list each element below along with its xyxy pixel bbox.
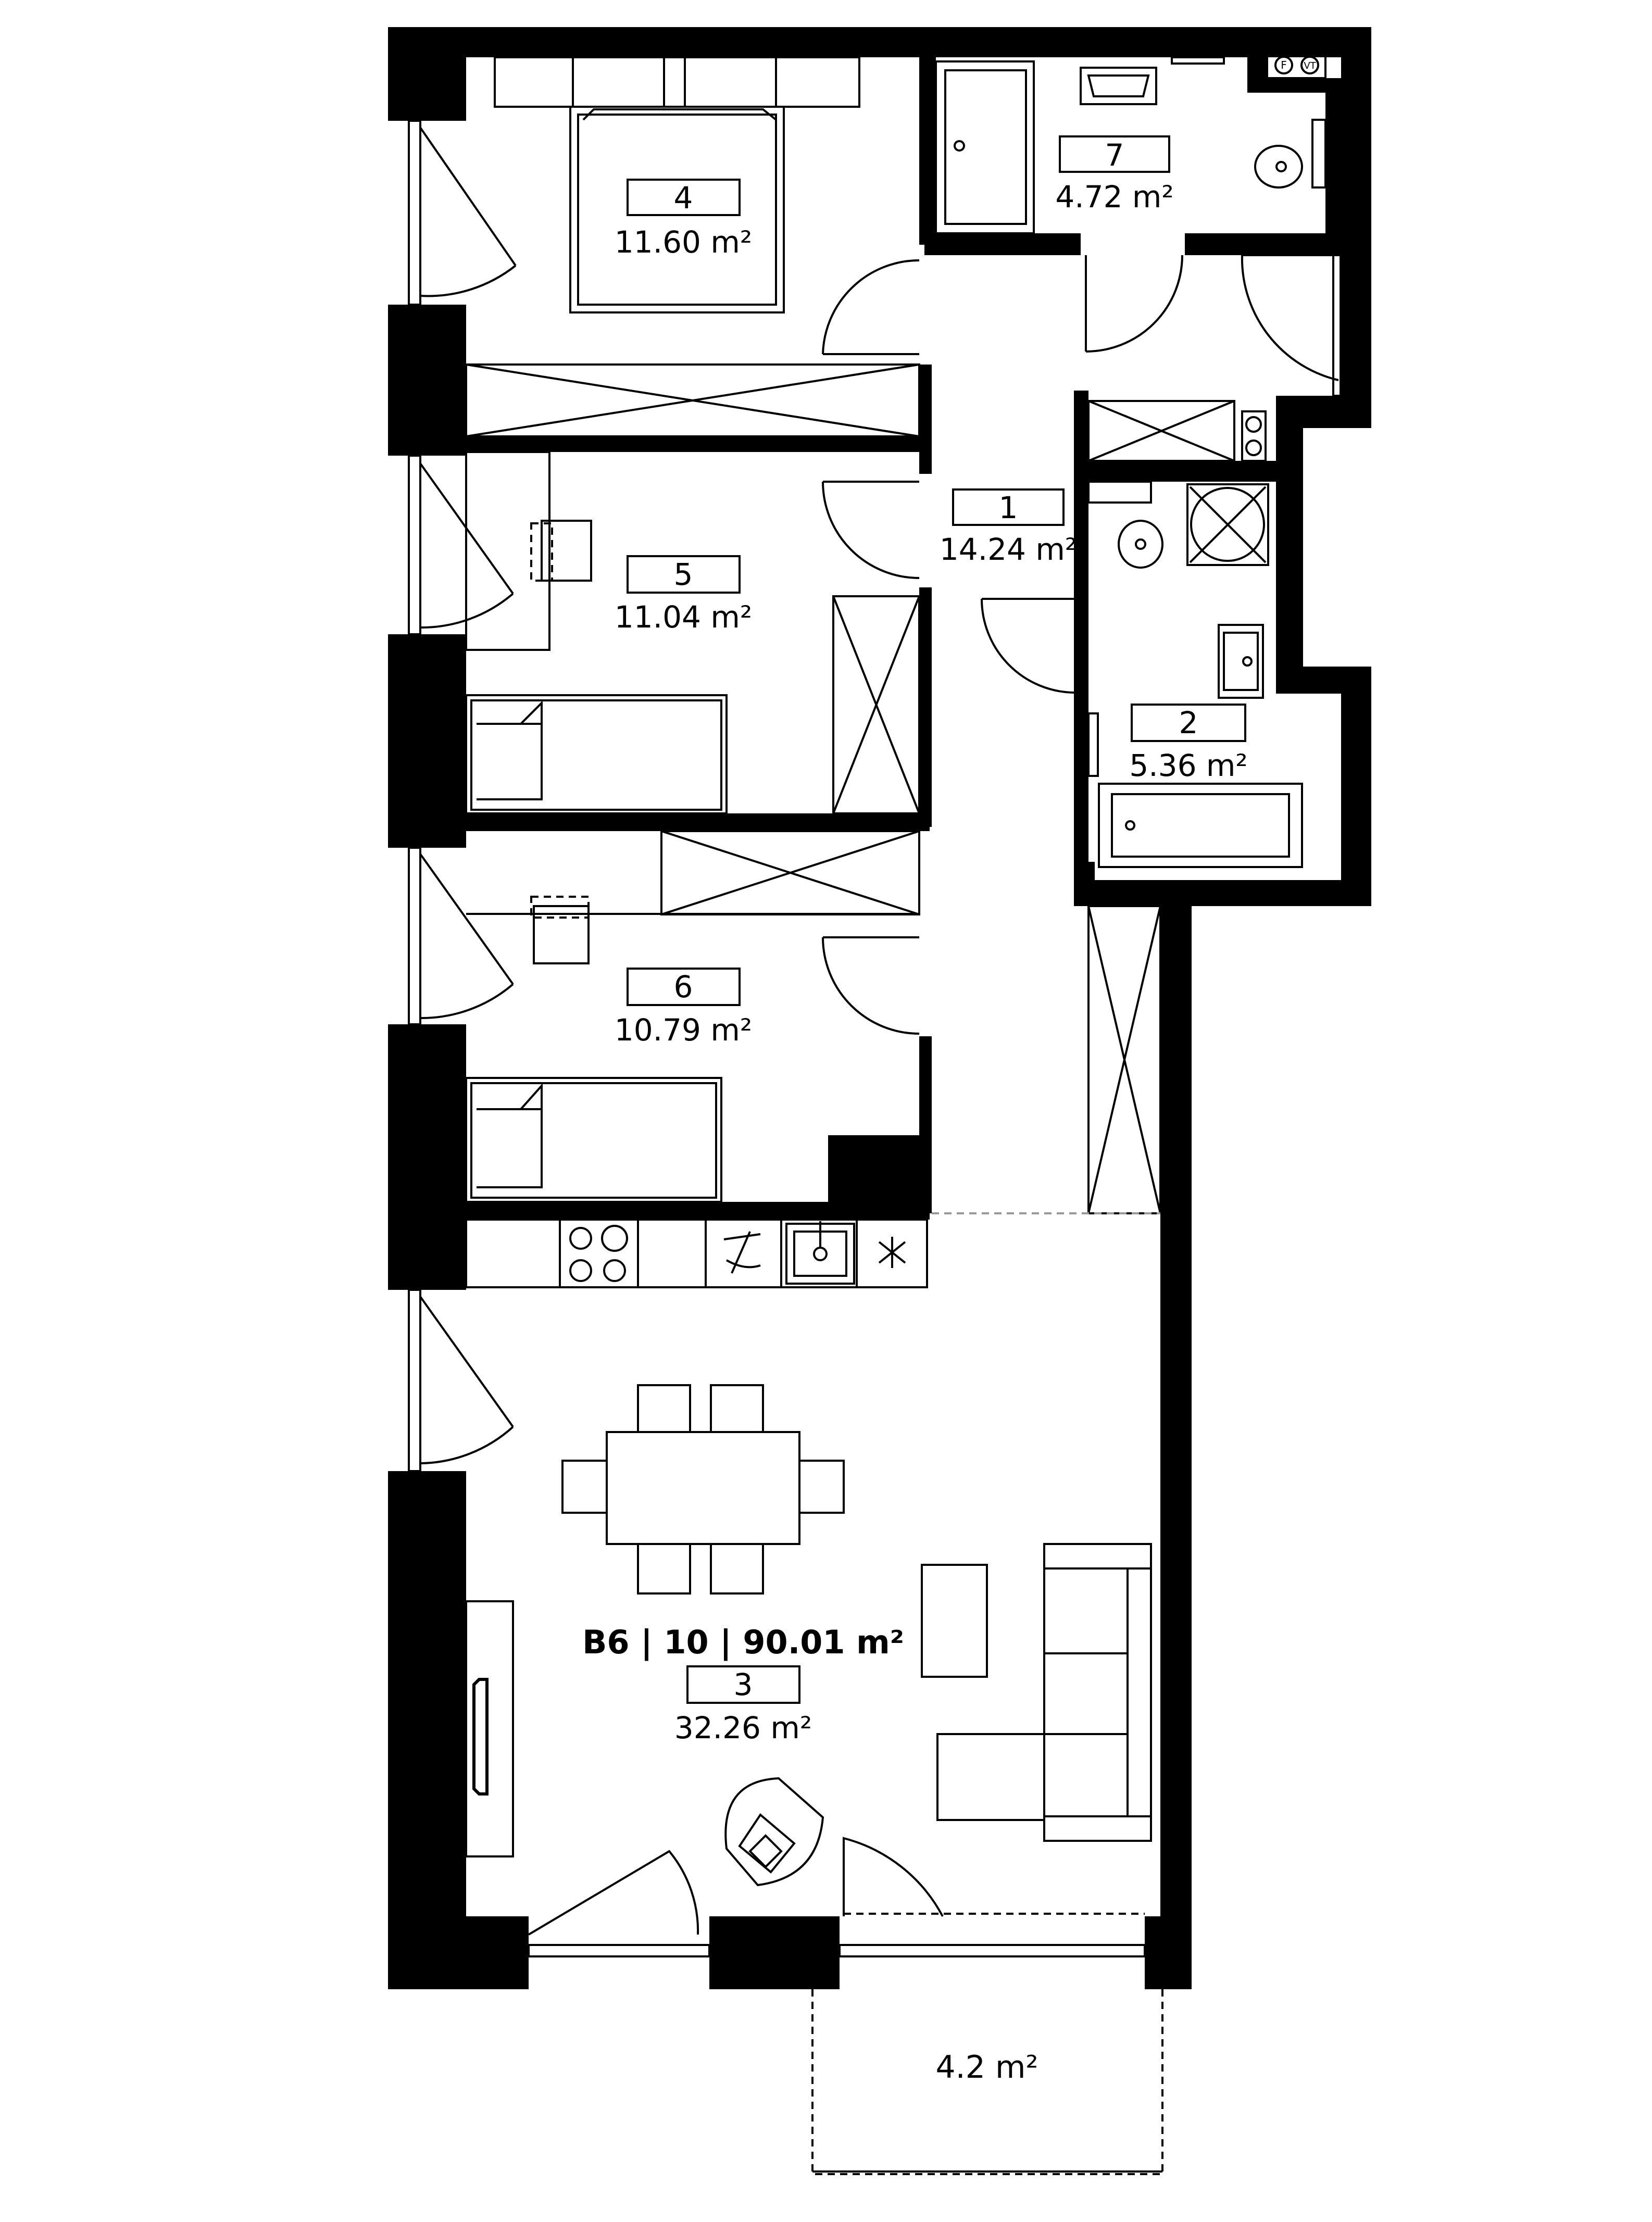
- living-furniture: [465, 1384, 1152, 1887]
- room-number: 1: [999, 490, 1018, 525]
- room-5-furniture: [465, 451, 920, 814]
- room-2-label: 2 5.36 m²: [1129, 704, 1248, 783]
- room-7-label: 7 4.72 m²: [1055, 135, 1174, 215]
- meter-vt-label: VT: [1304, 60, 1316, 71]
- room-labels: 4 11.60 m² 7 4.72 m² 1 14.24 m² 5 11.04 …: [582, 135, 1248, 1746]
- room-4-furniture: [465, 56, 920, 437]
- room-number: 5: [674, 557, 693, 592]
- balcony: 4.2 m²: [811, 1989, 1163, 2175]
- room-number: 2: [1179, 705, 1198, 740]
- room-2-fixtures: [1087, 481, 1303, 868]
- room-area: 11.60 m²: [615, 224, 752, 260]
- room-number: 7: [1105, 137, 1124, 173]
- room-area: 5.36 m²: [1129, 748, 1247, 783]
- kitchen: [465, 1219, 928, 1288]
- room-3-label: B6 | 10 | 90.01 m² 3 32.26 m²: [582, 1623, 904, 1746]
- room-area: 10.79 m²: [615, 1012, 752, 1048]
- meter-f-label: F: [1281, 59, 1287, 71]
- room-area: 32.26 m²: [674, 1710, 812, 1746]
- room-number: 4: [674, 180, 693, 216]
- balcony-area: 4.2 m²: [936, 2049, 1038, 2086]
- room-5-label: 5 11.04 m²: [615, 555, 752, 635]
- room-area: 11.04 m²: [615, 599, 752, 635]
- room-number: 6: [674, 969, 693, 1005]
- room-area: 4.72 m²: [1055, 179, 1173, 215]
- windows-bottom: [528, 1837, 1146, 1957]
- room-1-label: 1 14.24 m²: [940, 488, 1077, 567]
- hall-fixtures: [932, 400, 1267, 1214]
- plan-title: B6 | 10 | 90.01 m²: [582, 1623, 904, 1662]
- room-4-label: 4 11.60 m²: [615, 179, 752, 260]
- meter-vk-label: VK: [863, 1172, 877, 1183]
- room-area: 14.24 m²: [940, 532, 1077, 567]
- room-number: 3: [734, 1667, 753, 1702]
- room-6-label: 6 10.79 m²: [615, 968, 752, 1048]
- room-6-furniture: VK: [465, 830, 920, 1203]
- walls: [388, 27, 1371, 1989]
- room-7-fixtures: F VT: [935, 51, 1354, 397]
